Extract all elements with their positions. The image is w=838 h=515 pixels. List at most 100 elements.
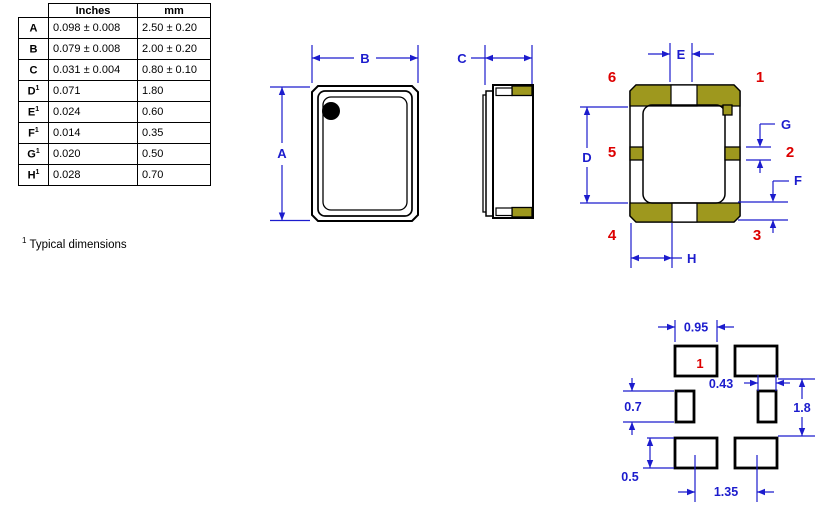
value-mm: 0.80 ± 0.10 bbox=[137, 59, 211, 81]
row-label: A bbox=[29, 22, 38, 35]
table-footnote: 1 Typical dimensions bbox=[22, 236, 127, 251]
dim-0-7: 0.7 bbox=[623, 378, 674, 435]
dim-f-label: F bbox=[794, 173, 802, 188]
row-label: F bbox=[28, 127, 35, 140]
dim-vertical-span-label: 1.8 bbox=[793, 401, 810, 415]
pin-4: 4 bbox=[608, 227, 617, 244]
value-inches: 0.071 bbox=[48, 80, 138, 102]
table-row: C 0.031 ± 0.004 0.80 ± 0.10 bbox=[18, 59, 211, 81]
land-pad-top-right bbox=[733, 344, 779, 378]
package-outline bbox=[311, 85, 419, 222]
dim-1-8: 1.8 bbox=[778, 378, 815, 437]
seal-ring-top bbox=[495, 87, 513, 97]
dim-g-label: G bbox=[781, 117, 791, 132]
value-mm: 1.80 bbox=[137, 80, 211, 102]
dim-e-label: E bbox=[677, 47, 686, 62]
seal-ring-bottom bbox=[495, 207, 513, 217]
value-mm: 0.35 bbox=[137, 122, 211, 144]
land-pads: 1 bbox=[673, 344, 779, 470]
table-row: D1 0.071 1.80 bbox=[18, 80, 211, 102]
value-mm: 2.50 ± 0.20 bbox=[137, 17, 211, 39]
value-inches: 0.020 bbox=[48, 143, 138, 165]
table-row: B 0.079 ± 0.008 2.00 ± 0.20 bbox=[18, 38, 211, 60]
dim-side-pad-height-label: 0.7 bbox=[624, 400, 641, 414]
pin-numbers: 6 1 5 2 4 3 bbox=[608, 69, 794, 244]
table-row: H1 0.028 0.70 bbox=[18, 164, 211, 186]
dim-b-label: B bbox=[360, 51, 369, 66]
package-bottom-view bbox=[629, 84, 741, 223]
castellation-pad-top bbox=[511, 85, 533, 97]
dim-e: E bbox=[648, 43, 714, 82]
pin1-index-tab bbox=[722, 104, 733, 116]
bottom-band-gap bbox=[671, 202, 698, 223]
dim-d: D bbox=[580, 106, 628, 204]
footnote-text: Typical dimensions bbox=[29, 238, 127, 251]
row-label-sup: 1 bbox=[35, 84, 40, 92]
pin-5: 5 bbox=[608, 144, 616, 161]
table-row: A 0.098 ± 0.008 2.50 ± 0.20 bbox=[18, 17, 211, 39]
value-mm: 0.60 bbox=[137, 101, 211, 123]
package-body bbox=[492, 84, 534, 219]
land-pin1-number: 1 bbox=[696, 356, 703, 371]
row-label-sup: 1 bbox=[34, 126, 39, 134]
dim-b: B bbox=[311, 45, 419, 83]
dim-h-label: H bbox=[687, 251, 696, 266]
dim-1-35: 1.35 bbox=[678, 455, 774, 502]
land-pad-bottom-right bbox=[733, 436, 779, 470]
table-row: G1 0.020 0.50 bbox=[18, 143, 211, 165]
dim-g: G bbox=[746, 117, 791, 173]
dim-center-offset-label: 0.43 bbox=[709, 377, 733, 391]
row-label: C bbox=[29, 64, 38, 77]
col-header-mm: mm bbox=[137, 3, 211, 18]
row-label: B bbox=[29, 43, 38, 56]
dimension-table: Inches mm A 0.098 ± 0.008 2.50 ± 0.20 B … bbox=[18, 3, 211, 186]
land-pad-mid-right bbox=[756, 389, 778, 424]
pin-2: 2 bbox=[786, 144, 794, 161]
dim-0-5: 0.5 bbox=[621, 437, 674, 484]
dim-0-43: 0.43 bbox=[709, 375, 790, 391]
dim-0-95: 0.95 bbox=[658, 320, 734, 342]
row-label-sup: 1 bbox=[35, 105, 40, 113]
row-label-sup: 1 bbox=[35, 147, 40, 155]
top-band-gap bbox=[670, 84, 698, 107]
lid-inner-outline bbox=[322, 96, 408, 211]
land-pad-bottom-left bbox=[673, 436, 719, 470]
table-header-row: Inches mm bbox=[18, 3, 211, 18]
footnote-marker: 1 bbox=[22, 236, 27, 245]
dim-d-label: D bbox=[582, 150, 591, 165]
land-pad-1 bbox=[673, 344, 719, 378]
top-view-drawing: B A bbox=[270, 45, 419, 222]
col-header-inches: Inches bbox=[48, 3, 138, 18]
value-mm: 0.70 bbox=[137, 164, 211, 186]
value-inches: 0.028 bbox=[48, 164, 138, 186]
dim-a: A bbox=[270, 86, 310, 222]
value-inches: 0.098 ± 0.008 bbox=[48, 17, 138, 39]
value-mm: 0.50 bbox=[137, 143, 211, 165]
value-inches: 0.024 bbox=[48, 101, 138, 123]
package-top-view bbox=[311, 85, 419, 222]
land-pattern-drawing: 1 0.95 0.43 1.8 bbox=[621, 320, 815, 502]
dim-horizontal-span-label: 1.35 bbox=[714, 485, 738, 499]
row-label: D bbox=[27, 85, 36, 98]
value-inches: 0.079 ± 0.008 bbox=[48, 38, 138, 60]
value-mm: 2.00 ± 0.20 bbox=[137, 38, 211, 60]
table-row: F1 0.014 0.35 bbox=[18, 122, 211, 144]
pin1-dot bbox=[322, 102, 340, 120]
land-pad-mid-left bbox=[674, 389, 696, 424]
dim-pad-height-label: 0.5 bbox=[621, 470, 638, 484]
dim-a-label: A bbox=[277, 146, 287, 161]
pin-3: 3 bbox=[753, 227, 761, 244]
row-label-sup: 1 bbox=[35, 168, 40, 176]
dim-pad-width-label: 0.95 bbox=[684, 321, 708, 335]
dim-h: H bbox=[630, 223, 696, 268]
side-pad-right bbox=[724, 146, 741, 161]
row-label: G bbox=[27, 148, 36, 161]
pin-6: 6 bbox=[608, 69, 616, 86]
value-inches: 0.031 ± 0.004 bbox=[48, 59, 138, 81]
value-inches: 0.014 bbox=[48, 122, 138, 144]
dim-c-label: C bbox=[457, 51, 467, 66]
package-side-view bbox=[482, 84, 534, 219]
dim-f: F bbox=[738, 173, 802, 233]
castellation-pad-bottom bbox=[511, 206, 533, 218]
